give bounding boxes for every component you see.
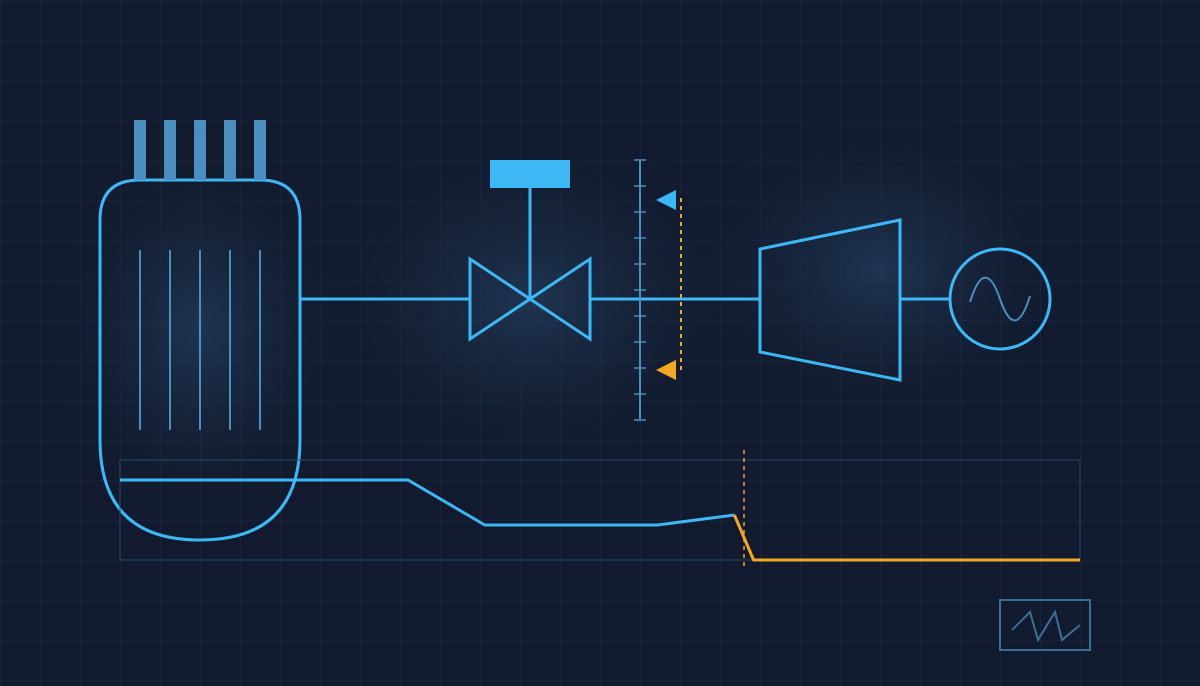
chart-marks	[120, 450, 1080, 566]
generator-casing	[948, 247, 1052, 351]
control-rod	[164, 120, 176, 180]
setpoint-scale	[634, 159, 682, 421]
chart-frame	[119, 459, 1081, 561]
reactor-vessel[interactable]	[98, 120, 302, 542]
control-rod	[254, 120, 266, 180]
glow-right	[650, 90, 1110, 450]
trend-widget[interactable]	[999, 599, 1091, 651]
valve-actuator	[490, 160, 570, 188]
vessel-body	[98, 178, 302, 542]
scale-ticks	[634, 159, 646, 421]
series-line-normal	[120, 478, 735, 527]
sawtooth-icon	[1011, 609, 1081, 643]
generator[interactable]	[948, 247, 1052, 351]
sine-wave-icon	[969, 276, 1031, 322]
setpoint-marker-normal[interactable]	[656, 190, 676, 210]
control-rods	[134, 120, 266, 180]
control-rod	[134, 120, 146, 180]
fuel-rods	[139, 250, 261, 430]
valve-body	[468, 256, 592, 342]
widget-frame	[999, 599, 1091, 651]
trend-chart	[119, 450, 1081, 566]
setpoint-marker-alert[interactable]	[656, 360, 676, 380]
control-rod	[194, 120, 206, 180]
control-rod	[224, 120, 236, 180]
turbine[interactable]	[758, 218, 902, 382]
control-valve[interactable]	[468, 160, 592, 342]
series-line-alert	[733, 514, 1080, 562]
